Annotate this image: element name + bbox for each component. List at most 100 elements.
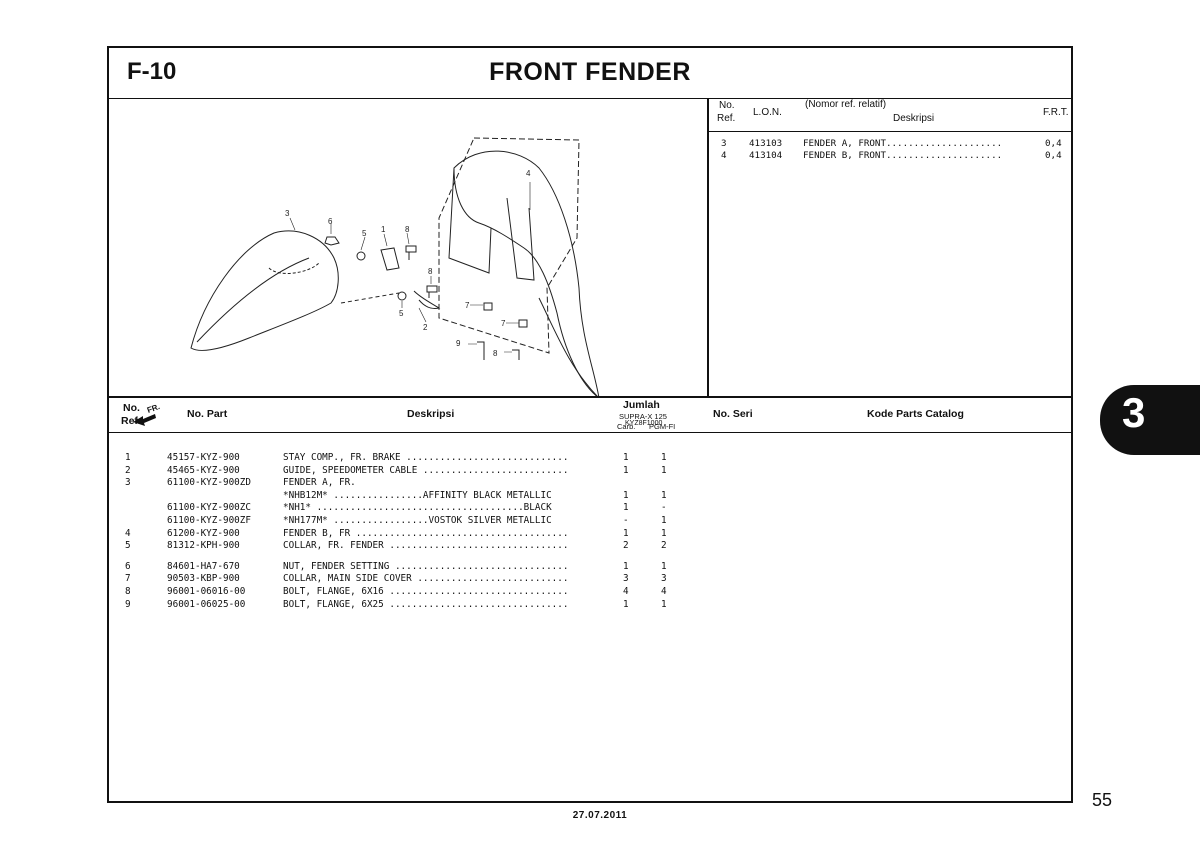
lon-frt: 0,4 <box>1045 150 1062 161</box>
cell-carb: 1 <box>623 489 629 501</box>
page-title: FRONT FENDER <box>489 58 691 86</box>
cell-pgm: 2 <box>661 540 667 552</box>
front-arrow-icon <box>133 414 156 426</box>
lon-lon-label: L.O.N. <box>753 107 782 118</box>
callout-7b: 7 <box>501 319 506 328</box>
lon-ref: 4 <box>721 150 727 161</box>
cell-carb: 1 <box>623 598 629 610</box>
callout-7a: 7 <box>465 301 470 310</box>
cell-carb: 4 <box>623 585 629 597</box>
lon-nomor-label: (Nomor ref. relatif) <box>805 99 887 110</box>
cell-part: 96001-06025-00 <box>167 598 246 610</box>
cell-pgm: 4 <box>661 585 667 597</box>
lon-table-header: No. Ref. L.O.N. (Nomor ref. relatif) Des… <box>709 98 1073 132</box>
callout-leaders <box>289 182 531 353</box>
cell-pgm: 1 <box>661 452 667 463</box>
callout-1: 1 <box>381 225 386 234</box>
col-carb-label: Carb. <box>617 422 636 431</box>
callout-3: 3 <box>285 209 290 218</box>
col-kode-label: Kode Parts Catalog <box>867 408 964 420</box>
table-row: 61100-KYZ-900ZF *NH177M* ...............… <box>109 515 1071 528</box>
horizontal-divider <box>109 396 1071 398</box>
lon-desc: FENDER B, FRONT..................... <box>803 150 1003 161</box>
callout-8a: 8 <box>405 225 410 234</box>
callout-4: 4 <box>526 169 531 178</box>
cell-part: 90503-KBP-900 <box>167 573 240 585</box>
lon-desc: FENDER A, FRONT..................... <box>803 138 1003 149</box>
lon-code: 413103 <box>749 138 783 149</box>
speedometer-guide <box>413 290 441 309</box>
cell-part: 84601-HA7-670 <box>167 560 240 572</box>
cell-part: 61100-KYZ-900ZD <box>167 477 251 489</box>
cell-carb: 1 <box>623 527 629 539</box>
cell-part: 45465-KYZ-900 <box>167 464 240 476</box>
col-ref-label: Ref. <box>121 415 141 427</box>
cell-part: 96001-06016-00 <box>167 585 246 597</box>
cell-desc: BOLT, FLANGE, 6X25 .....................… <box>283 598 569 610</box>
section-tab <box>1100 385 1200 455</box>
print-date: 27.07.2011 <box>572 810 628 821</box>
lon-ref: 3 <box>721 138 727 149</box>
lon-table-rows: 3 413103 FENDER A, FRONT................… <box>709 138 1073 162</box>
col-pgm-label: PGM-FI <box>649 422 676 431</box>
cell-ref: 7 <box>125 573 131 585</box>
collar-shape-upper <box>356 251 366 261</box>
callout-5a: 5 <box>362 229 367 238</box>
page-header: F-10 FRONT FENDER <box>109 48 1071 99</box>
cell-part: 61100-KYZ-900ZC <box>167 502 251 514</box>
cell-ref: 2 <box>125 464 131 476</box>
callout-8b: 8 <box>428 267 433 276</box>
lon-code: 413104 <box>749 150 783 161</box>
stay-comp <box>380 247 400 271</box>
fender-b-outline <box>453 150 600 400</box>
cell-pgm: 1 <box>661 598 667 610</box>
col-jumlah-label: Jumlah <box>623 399 660 411</box>
front-direction-indicator: FR. <box>131 402 171 433</box>
col-desc-label: Deskripsi <box>407 408 455 420</box>
cell-part: 61200-KYZ-900 <box>167 527 240 539</box>
cell-part: 61100-KYZ-900ZF <box>167 514 251 526</box>
figure-code: KYZ8F1000 <box>625 420 663 427</box>
cell-pgm: 1 <box>661 489 667 501</box>
nut-shape <box>324 236 340 246</box>
vertical-divider <box>707 98 709 396</box>
bolt-shape-4 <box>512 349 520 360</box>
col-no-label: No. <box>123 402 140 414</box>
cell-ref: 1 <box>125 452 131 463</box>
lon-ref-label: Ref. <box>717 113 736 124</box>
fender-a-rib <box>268 262 320 274</box>
cell-carb: 1 <box>623 452 629 463</box>
fender-b-phantom-box <box>438 137 580 354</box>
cell-desc: FENDER A, FR. <box>283 477 356 489</box>
lon-no-label: No. <box>719 100 735 111</box>
cell-ref: 4 <box>125 527 131 539</box>
col-seri-label: No. Seri <box>713 408 753 420</box>
bolt-shape-3 <box>477 341 485 360</box>
cell-desc: *NHB12M* ................AFFINITY BLACK … <box>283 489 552 501</box>
fender-b-tail <box>538 297 600 399</box>
cell-part: 81312-KPH-900 <box>167 540 240 552</box>
lon-desc-label: Deskripsi <box>893 113 935 124</box>
col-model-label: SUPRA-X 125 <box>619 412 667 421</box>
cell-desc: STAY COMP., FR. BRAKE ..................… <box>283 452 569 463</box>
cell-pgm: - <box>661 502 667 514</box>
cell-carb: 3 <box>623 573 629 585</box>
cell-ref: 8 <box>125 585 131 597</box>
cell-desc: *NH177M* .................VOSTOK SILVER … <box>283 514 552 526</box>
section-tab-number: 3 <box>1122 389 1146 436</box>
callout-8c: 8 <box>493 349 498 358</box>
cell-pgm: 3 <box>661 573 667 585</box>
lon-frt: 0,4 <box>1045 138 1062 149</box>
callout-6: 6 <box>328 217 333 226</box>
table-row: 2 45465-KYZ-900 GUIDE, SPEEDOMETER CABLE .… <box>109 465 1071 478</box>
cell-desc: GUIDE, SPEEDOMETER CABLE ...............… <box>283 464 569 476</box>
cell-carb: 1 <box>623 464 629 476</box>
cell-carb: 1 <box>623 560 629 572</box>
fender-b-left-wall <box>448 167 492 274</box>
parts-table-header: No. Ref. No. Part Deskripsi Jumlah SUPRA… <box>109 398 1071 433</box>
